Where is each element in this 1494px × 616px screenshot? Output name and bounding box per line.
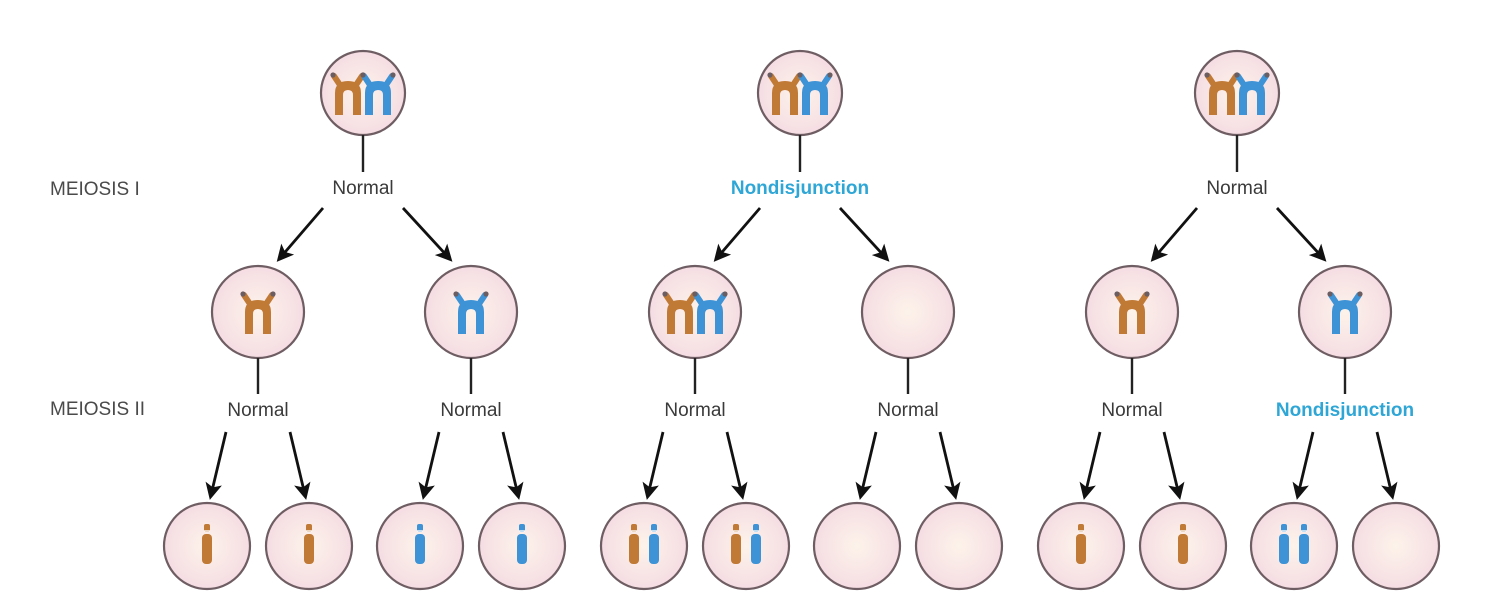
meiosis-1-event-label: Nondisjunction	[731, 178, 869, 199]
meiosis-1-arrow	[1150, 207, 1199, 262]
paternal-chromosome-pair	[360, 72, 396, 115]
meiosis-1-label: MEIOSIS I	[50, 179, 140, 200]
meiosis-1-arrow	[1275, 207, 1327, 262]
cell-membrane	[319, 49, 407, 137]
maternal-chromatid	[731, 524, 741, 564]
maternal-chromosome-pair	[662, 291, 698, 334]
gamete-cell	[1036, 501, 1126, 591]
meiosis-2-arrow	[288, 431, 311, 500]
meiosis-2-arrow	[938, 431, 961, 500]
meiosis-2-event-label: Normal	[1101, 400, 1162, 421]
meiosis-2-arrow	[725, 431, 748, 500]
gamete-cell	[1138, 501, 1228, 591]
meiosis-2-label: MEIOSIS II	[50, 399, 145, 420]
gamete-cell	[1351, 501, 1441, 591]
paternal-chromatid	[415, 524, 425, 564]
cell-membrane	[1249, 501, 1339, 591]
daughter-cell	[1084, 264, 1180, 360]
cell-membrane	[812, 501, 902, 591]
paternal-chromosome-pair	[1234, 72, 1270, 115]
paternal-chromosome-pair	[453, 291, 489, 334]
cell-membrane	[1084, 264, 1180, 360]
paternal-chromatid	[1299, 524, 1309, 564]
maternal-chromatid	[202, 524, 212, 564]
cell-membrane	[701, 501, 791, 591]
paternal-chromosome-pair	[1327, 291, 1363, 334]
gamete-cell	[264, 501, 354, 591]
meiosis-2-arrow	[642, 431, 665, 500]
meiosis-2-event-label: Normal	[227, 400, 288, 421]
meiosis-2-arrow	[1292, 431, 1315, 500]
meiosis-2-arrow	[1375, 431, 1398, 500]
gamete-cell	[375, 501, 465, 591]
meiosis-2-arrow	[855, 431, 878, 500]
paternal-chromatid	[1279, 524, 1289, 564]
parent-cell	[1193, 49, 1281, 137]
meiosis-2-arrow	[205, 431, 228, 500]
paternal-chromosome-pair	[692, 291, 728, 334]
cell-membrane	[1351, 501, 1441, 591]
gamete-cell	[701, 501, 791, 591]
gamete-cell	[477, 501, 567, 591]
gamete-cell	[1249, 501, 1339, 591]
gamete-cell	[812, 501, 902, 591]
maternal-chromosome-pair	[1204, 72, 1240, 115]
gamete-cell	[914, 501, 1004, 591]
paternal-chromatid	[517, 524, 527, 564]
meiosis-2-event-label: Nondisjunction	[1276, 400, 1414, 421]
meiosis-1-event-label: Normal	[332, 178, 393, 199]
meiosis-1-arrow	[276, 207, 325, 262]
meiosis-2-event-label: Normal	[664, 400, 725, 421]
meiosis-1-event-label: Normal	[1206, 178, 1267, 199]
cell-membrane	[756, 49, 844, 137]
gamete-cell	[599, 501, 689, 591]
cell-membrane	[647, 264, 743, 360]
maternal-chromatid	[1178, 524, 1188, 564]
parent-cell	[756, 49, 844, 137]
meiosis-2-event-label: Normal	[877, 400, 938, 421]
cell-membrane	[599, 501, 689, 591]
maternal-chromosome-pair	[240, 291, 276, 334]
paternal-chromatid	[649, 524, 659, 564]
cell-membrane	[1193, 49, 1281, 137]
meiosis-2-arrow	[418, 431, 441, 500]
maternal-chromatid	[629, 524, 639, 564]
daughter-cell	[423, 264, 519, 360]
parent-cell	[319, 49, 407, 137]
meiosis-1-arrow	[838, 207, 890, 262]
daughter-cell	[1297, 264, 1393, 360]
meiosis-1-arrow	[713, 207, 762, 262]
meiosis-2-arrow	[501, 431, 524, 500]
paternal-chromosome-pair	[797, 72, 833, 115]
daughter-cell	[210, 264, 306, 360]
maternal-chromatid	[1076, 524, 1086, 564]
meiosis-1-arrow	[401, 207, 453, 262]
paternal-chromatid	[751, 524, 761, 564]
cell-membrane	[210, 264, 306, 360]
daughter-cell	[860, 264, 956, 360]
meiosis-2-arrow	[1162, 431, 1185, 500]
meiosis-2-event-label: Normal	[440, 400, 501, 421]
meiosis-2-arrow	[1079, 431, 1102, 500]
maternal-chromatid	[304, 524, 314, 564]
gamete-cell	[162, 501, 252, 591]
daughter-cell	[647, 264, 743, 360]
cell-membrane	[1297, 264, 1393, 360]
cell-membrane	[423, 264, 519, 360]
cell-membrane	[860, 264, 956, 360]
cell-membrane	[914, 501, 1004, 591]
maternal-chromosome-pair	[1114, 291, 1150, 334]
